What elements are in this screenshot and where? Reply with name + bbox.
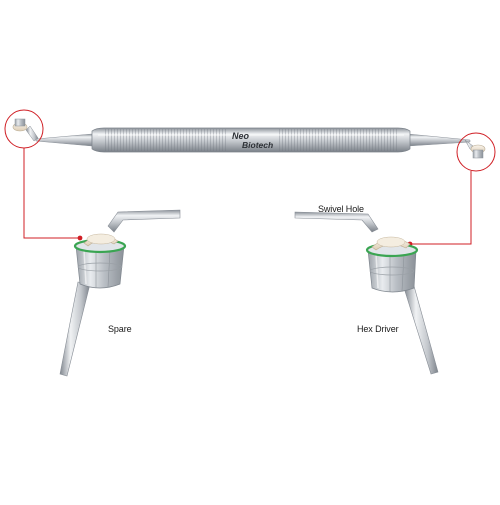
left-tip: [12, 118, 39, 142]
hex-driver-detail: [294, 211, 439, 375]
brand-logo: Neo Biotech: [232, 131, 273, 150]
callout-left: [4, 109, 83, 241]
brand-logo-line1: Neo: [232, 131, 250, 141]
swivel-hole-label: Swivel Hole: [318, 204, 364, 214]
hex-driver-label: Hex Driver: [357, 324, 399, 334]
spare-label: Spare: [108, 324, 132, 334]
spare-detail: [59, 209, 181, 377]
brand-logo-line2: Biotech: [242, 140, 273, 150]
instrument-handle: [35, 127, 471, 153]
right-tip: [464, 139, 486, 159]
